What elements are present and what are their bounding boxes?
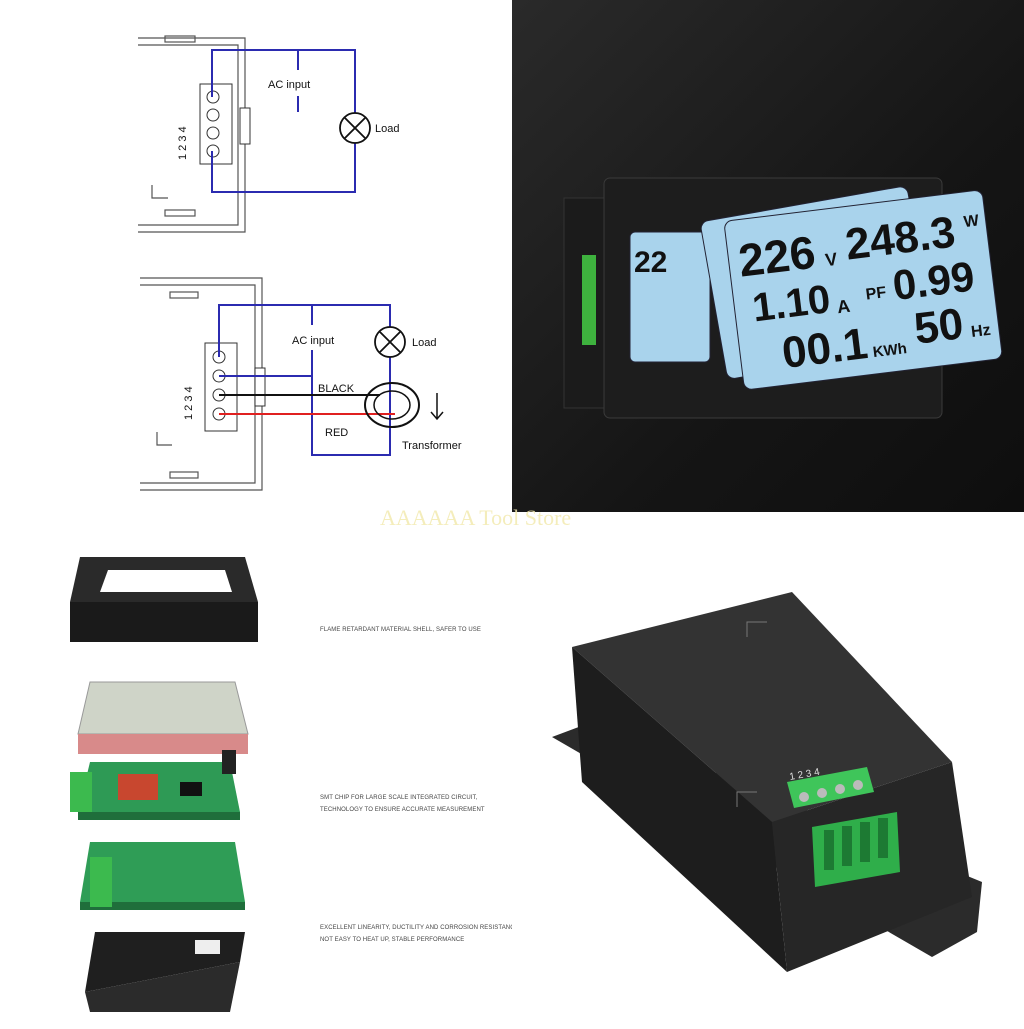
energy-value: 00.1: [779, 319, 870, 378]
power-unit: W: [963, 212, 981, 231]
lcd-screen: 226 V 248.3 W 1.10 A PF 0.99 00.1 KWh 50…: [724, 190, 1003, 390]
feature-text-1: FLAME RETARDANT MATERIAL SHELL, SAFER TO…: [320, 624, 510, 636]
ac-input-label-2: AC input: [292, 335, 334, 347]
arrow-down-icon: [430, 393, 444, 421]
frequency-unit: Hz: [970, 322, 991, 341]
pf-label: PF: [865, 284, 888, 303]
meter-back-photo: 1 2 3 4: [512, 512, 1024, 1024]
load-label-2: Load: [412, 337, 436, 349]
front-frame: [70, 557, 258, 642]
black-wire-label: BLACK: [318, 383, 355, 395]
feature-3-line-1: EXCELLENT LINEARITY, DUCTILITY AND CORRO…: [320, 925, 521, 931]
voltage-unit: V: [824, 249, 838, 270]
terminal-numbers: 1 2 3 4: [177, 126, 189, 160]
transformer-ring: [364, 382, 420, 428]
feature-2-line-1: SMT CHIP FOR LARGE SCALE INTEGRATED CIRC…: [320, 795, 478, 801]
transformer-label: Transformer: [402, 440, 462, 452]
feature-text-2: SMT CHIP FOR LARGE SCALE INTEGRATED CIRC…: [320, 792, 510, 816]
terminal-numbers-back: 1 2 3 4: [789, 767, 821, 783]
back-lcd-digits: 22: [634, 246, 667, 279]
circuit-board-main: [70, 750, 240, 820]
circuit-board-display: [80, 842, 245, 910]
ac-input-label: AC input: [268, 79, 310, 91]
back-lcd-screen: [629, 231, 711, 363]
store-watermark: AAAAAA Tool Store: [380, 505, 572, 530]
terminal-block: [787, 767, 900, 887]
load-label: Load: [375, 123, 399, 135]
terminal-numbers-2: 1 2 3 4: [183, 386, 195, 420]
frequency-value: 50: [911, 299, 966, 354]
green-terminal: [582, 255, 596, 345]
meter-display-photo: 22 Hz 226 V 248.3 W 1.10 A PF 0.99 00.1 …: [512, 0, 1024, 512]
current-value: 1.10: [750, 277, 833, 330]
wiring-diagrams: 1 2 3 4 AC input Load 1 2 3 4 AC input L: [138, 35, 462, 491]
feature-2-line-2: TECHNOLOGY TO ENSURE ACCURATE MEASUREMEN…: [320, 807, 485, 813]
feature-text-3: EXCELLENT LINEARITY, DUCTILITY AND CORRO…: [320, 922, 521, 946]
energy-unit: KWh: [872, 340, 908, 361]
back-cover: [85, 932, 245, 1012]
exploded-view-panel: FLAME RETARDANT MATERIAL SHELL, SAFER TO…: [0, 512, 521, 1024]
current-unit: A: [836, 296, 851, 317]
red-wire-label: RED: [325, 427, 348, 439]
pf-value: 0.99: [890, 252, 977, 309]
lcd-panel: [77, 681, 249, 754]
voltage-value: 226: [736, 226, 819, 287]
feature-3-line-2: NOT EASY TO HEAT UP, STABLE PERFORMANCE: [320, 937, 465, 943]
wiring-diagram-panel: 1 2 3 4 AC input Load 1 2 3 4 AC input L: [0, 0, 512, 512]
feature-1-line-1: FLAME RETARDANT MATERIAL SHELL, SAFER TO…: [320, 627, 481, 633]
